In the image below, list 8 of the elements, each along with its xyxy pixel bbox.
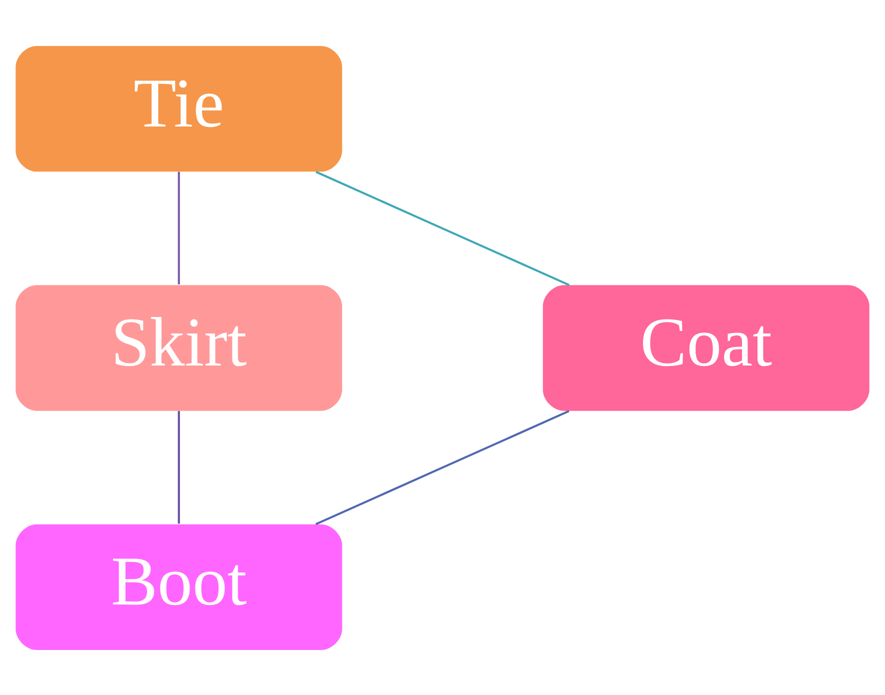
node-box: Tie <box>16 45 342 172</box>
node-box: Boot <box>16 524 342 650</box>
node-box: Skirt <box>16 284 342 410</box>
node-box: Coat <box>542 284 870 410</box>
connector <box>178 410 180 524</box>
connector <box>178 171 180 284</box>
connector <box>316 170 570 286</box>
connector <box>315 410 570 525</box>
